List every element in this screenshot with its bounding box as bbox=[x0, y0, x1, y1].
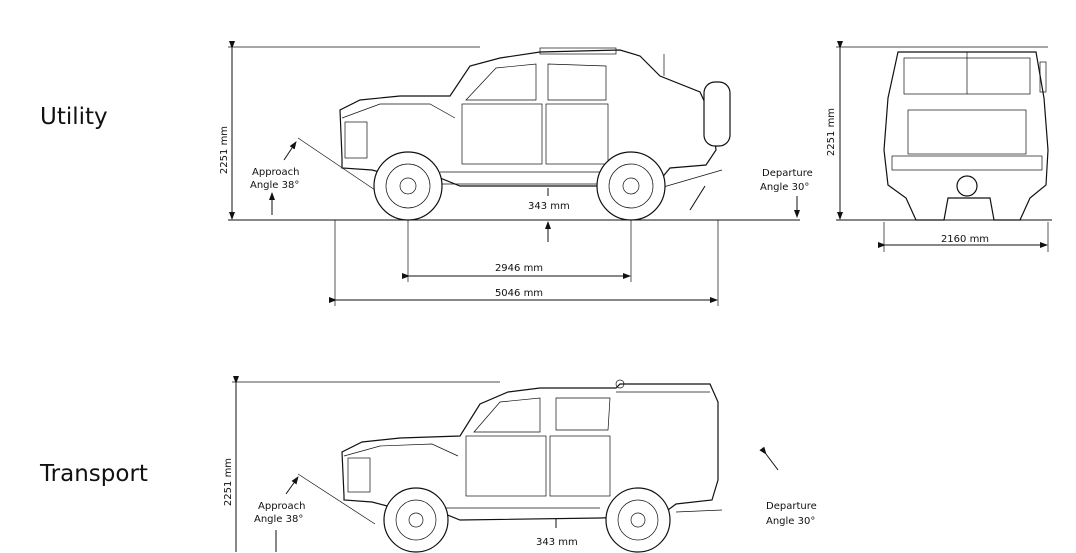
transport-departure-arrow bbox=[759, 446, 779, 471]
utility-departure-label: Departure bbox=[762, 168, 813, 179]
transport-clearance-label: 343 mm bbox=[536, 537, 578, 548]
utility-clearance-label: 343 mm bbox=[528, 201, 570, 212]
transport-rear-wheel bbox=[605, 487, 671, 553]
front-height-label: 2251 mm bbox=[826, 108, 837, 156]
transport-title: Transport bbox=[40, 461, 148, 487]
utility-rear-wheel bbox=[596, 151, 666, 221]
utility-title: Utility bbox=[40, 104, 108, 130]
transport-departure-label: Departure bbox=[766, 501, 817, 512]
utility-approach-arrow-high bbox=[283, 141, 297, 161]
front-vehicle bbox=[883, 51, 1049, 221]
transport-approach-line bbox=[297, 473, 376, 525]
utility-approach-angle: Angle 38° bbox=[250, 180, 299, 191]
transport-front-wheel bbox=[383, 487, 449, 553]
utility-length-label: 5046 mm bbox=[495, 288, 543, 299]
utility-height-label: 2251 mm bbox=[219, 126, 230, 174]
transport-approach-angle: Angle 38° bbox=[254, 514, 303, 525]
utility-side-view: 2251 mm Approach Angle 38° Departure Ang… bbox=[219, 41, 813, 306]
transport-departure-line bbox=[675, 509, 723, 513]
utility-wheelbase-label: 2946 mm bbox=[495, 263, 543, 274]
transport-approach-label: Approach bbox=[258, 501, 306, 512]
width-label: 2160 mm bbox=[941, 234, 989, 245]
utility-approach-line bbox=[297, 137, 376, 191]
utility-departure-line bbox=[659, 169, 723, 189]
transport-height-label: 2251 mm bbox=[223, 458, 234, 506]
utility-front-wheel bbox=[373, 151, 443, 221]
utility-vehicle bbox=[339, 47, 731, 187]
utility-front-view: 2251 mm 2160 mm bbox=[826, 41, 1052, 252]
utility-approach-label: Approach bbox=[252, 167, 300, 178]
utility-departure-helper bbox=[689, 185, 706, 211]
transport-side-view: 2251 mm Approach Angle 38° Departure Ang… bbox=[223, 376, 817, 553]
utility-departure-angle: Angle 30° bbox=[760, 182, 809, 193]
transport-departure-angle: Angle 30° bbox=[766, 516, 815, 527]
transport-approach-arrow-high bbox=[285, 476, 299, 495]
